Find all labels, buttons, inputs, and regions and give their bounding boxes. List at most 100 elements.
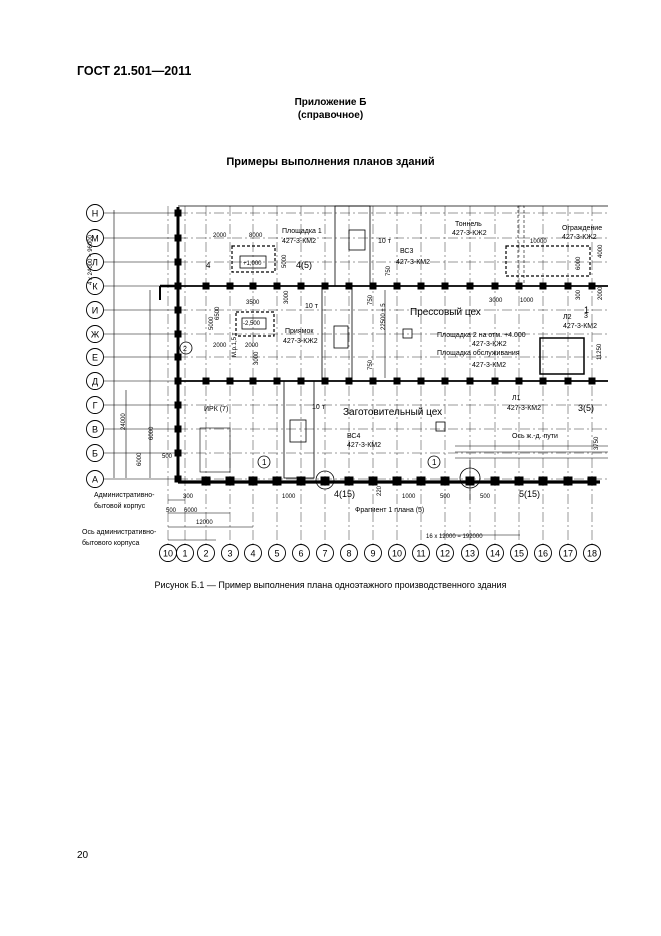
- column: [174, 306, 182, 314]
- column: [393, 377, 401, 385]
- plan-label-dim-500-d: 500: [166, 508, 177, 514]
- col-axis-label: 13: [465, 549, 475, 559]
- column: [273, 282, 281, 290]
- plan-label-sec5-ref: 5(15): [519, 489, 540, 499]
- plan-label-dim-300: 300: [576, 289, 582, 300]
- plan-label-dim-6000-b: 6000: [149, 426, 155, 440]
- plan-label-dim-4x24000: 4 x 24000 = 96000: [88, 234, 94, 285]
- column: [174, 377, 182, 385]
- service-platform: [539, 337, 585, 375]
- col-axis-label: 5: [274, 549, 279, 559]
- row-axis-label: Д: [92, 377, 98, 387]
- column: [174, 425, 182, 433]
- level-box: [239, 255, 267, 269]
- col-axis-label: 9: [370, 549, 375, 559]
- row-axis-label: Г: [93, 401, 98, 411]
- plan-label-code-kzh2-a: 427-3-КЖ2: [452, 230, 487, 237]
- plan-label-blank-shop: Заготовительный цех: [343, 407, 442, 418]
- plan-label-admin: Административно-: [94, 492, 155, 499]
- plan-label-press-shop: Прессовый цех: [410, 307, 481, 318]
- plan-label-dim-6000-a: 6000: [576, 256, 582, 270]
- plan-label-dim-6000-d: 6000: [184, 508, 198, 514]
- plan-label-dim-11250: 11250: [597, 343, 603, 360]
- plan-label-sec4-ref2: 4(15): [334, 489, 355, 499]
- row-axis-bubble-7: [86, 372, 104, 390]
- plan-label-dim-24000: 24000: [121, 413, 127, 430]
- plan-label-dim-750-c: 750: [368, 359, 374, 370]
- row-axis-label: Н: [92, 209, 99, 219]
- plan-label-sec1-num: 1: [584, 305, 589, 315]
- plan-label-code-km2-d: 427-3-КМ2: [472, 362, 506, 369]
- col-axis-label: 18: [587, 549, 597, 559]
- column: [393, 282, 401, 290]
- row-axis-label: В: [92, 425, 98, 435]
- column: [296, 476, 306, 486]
- row-axis-label: Л: [92, 258, 98, 268]
- col-axis-bubble-18: [583, 544, 601, 562]
- col-axis-bubble-17: [559, 544, 577, 562]
- column: [368, 476, 378, 486]
- column: [416, 476, 426, 486]
- document-header: ГОСТ 21.501—2011: [77, 64, 192, 78]
- column: [417, 377, 425, 385]
- col-axis-bubble-8: [340, 544, 358, 562]
- row-axis-label: А: [92, 475, 98, 485]
- row-axis-label: М: [91, 234, 99, 244]
- column: [174, 282, 182, 290]
- column: [539, 377, 547, 385]
- room-marker: [402, 328, 413, 339]
- column: [272, 476, 282, 486]
- crane-block: [333, 325, 349, 349]
- plan-label-dim-3500: 3500: [246, 300, 260, 306]
- platform-outline: [231, 245, 276, 273]
- plan-label-vs3: ВС3: [400, 248, 413, 255]
- plan-label-admin2: бытовой корпус: [94, 502, 146, 510]
- plan-label-code-km2-b: 427-3-КМ2: [396, 259, 430, 266]
- row-axis-bubble-3: [86, 277, 104, 295]
- column: [202, 377, 210, 385]
- column: [563, 476, 573, 486]
- col-axis-label: 8: [346, 549, 351, 559]
- plan-label-dim-3750: 3750: [594, 436, 600, 450]
- plan-label-crane10-b: 10 т: [305, 303, 319, 310]
- plan-label-admin-axis2: бытового корпуса: [82, 539, 139, 547]
- column: [588, 377, 596, 385]
- row-axis-label: Е: [92, 353, 98, 363]
- appendix-label: Приложение Б: [294, 97, 367, 108]
- plan-label-sec4-num: 4: [206, 261, 211, 270]
- plan-label-code-km2-a: 427-3-КМ2: [282, 238, 316, 245]
- row-axis-label: Ж: [91, 330, 100, 340]
- crane-block: [289, 419, 307, 443]
- column: [249, 377, 257, 385]
- column: [249, 282, 257, 290]
- plan-label-crane10-c: 10 т: [312, 404, 326, 411]
- plan-label-code-km2-e: 427-3-КМ2: [507, 405, 541, 412]
- row-axis-label: Б: [92, 449, 98, 459]
- plan-label-fence: Ограждение: [562, 225, 602, 232]
- plan-label-dim-2000-b: 2000: [598, 286, 604, 300]
- column: [441, 282, 449, 290]
- figure-caption: Рисунок Б.1 — Пример выполнения плана од…: [154, 580, 507, 590]
- column: [588, 282, 596, 290]
- plan-label-dim-1000-a: 1000: [520, 298, 534, 304]
- column: [174, 401, 182, 409]
- row-axis-label: И: [92, 306, 98, 316]
- plan-label-dim-750-b: 750: [368, 294, 374, 305]
- plan-label-dim-500-a: 500: [162, 454, 173, 460]
- section-marker: [179, 341, 193, 355]
- row-axis-bubble-9: [86, 420, 104, 438]
- plan-label-irk: ИРК (7): [204, 406, 228, 413]
- column: [174, 475, 182, 483]
- irk-area: [199, 427, 231, 473]
- column: [174, 330, 182, 338]
- col-axis-label: 7: [322, 549, 327, 559]
- plan-label-dim-3000-a: 3000: [284, 290, 290, 304]
- plan-label-dim-1000-c: 1000: [402, 494, 416, 500]
- plan-label-mark-minus25: -2,500: [243, 321, 261, 327]
- col-axis-label: 14: [490, 549, 500, 559]
- crane-block: [348, 229, 366, 251]
- column: [297, 282, 305, 290]
- plan-label-dim-2000-d: 2000: [245, 343, 259, 349]
- plan-label-dim-500-c: 500: [480, 494, 491, 500]
